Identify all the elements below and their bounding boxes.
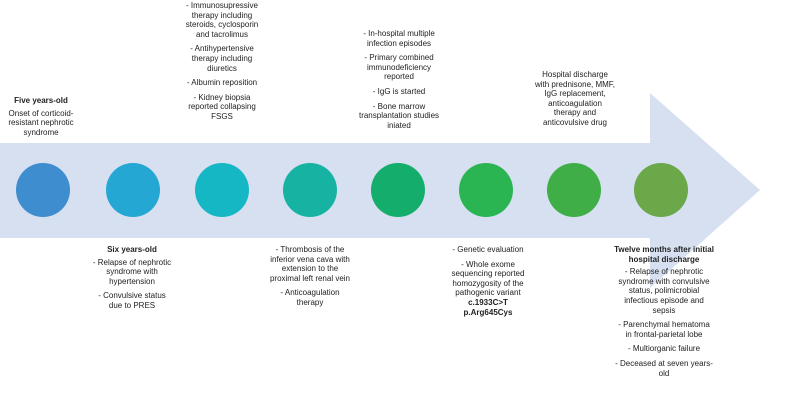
timeline-node-8	[634, 163, 688, 217]
event-line: Hospital discharge with prednisone, MMF,…	[534, 70, 616, 127]
event-note-e7: Hospital discharge with prednisone, MMF,…	[534, 70, 616, 133]
event-line: - In-hospital multiple infection episode…	[363, 29, 435, 48]
event-note-e5: - In-hospital multiple infection episode…	[357, 29, 441, 135]
event-heading: Twelve months after initial hospital dis…	[614, 245, 714, 264]
genetic-variant: c.1933C>T p.Arg645Cys	[463, 297, 513, 317]
event-line: - Convulsive status due to PRES	[98, 291, 166, 310]
timeline-node-5	[371, 163, 425, 217]
event-line: - IgG is started	[372, 86, 426, 96]
event-line: - Antihypertensive therapy including diu…	[190, 44, 254, 73]
event-line: - Primary combined immunodeficiency repo…	[364, 53, 434, 82]
timeline-node-3	[195, 163, 249, 217]
event-line: - Relapse of nephrotic syndrome with hyp…	[92, 257, 172, 286]
event-note-e6: - Genetic evaluation - Whole exome sequen…	[447, 245, 529, 322]
event-line: - Multiorganic failure	[627, 344, 701, 354]
event-line: - Genetic evaluation	[452, 245, 524, 254]
event-line: - Kidney biopsia reported collapsing FSG…	[188, 92, 256, 121]
event-note-e4: - Thrombosis of the inferior vena cava w…	[269, 245, 351, 313]
event-line: - Anticoagulation therapy	[280, 288, 340, 307]
event-line: - Immunosupressive therapy including ste…	[185, 1, 259, 39]
event-line: - Deceased at seven years-old	[615, 358, 713, 378]
event-line: - Albumin reposition	[186, 78, 258, 88]
timeline-node-2	[106, 163, 160, 217]
event-line: - Relapse of nephrotic syndrome with con…	[618, 267, 710, 315]
event-line: - Bone marrow transplantation studies in…	[358, 101, 440, 130]
event-heading: Six years-old	[107, 245, 157, 254]
event-note-e8: Twelve months after initial hospital dis…	[614, 245, 714, 383]
timeline-node-1	[16, 163, 70, 217]
event-heading: Five years-old	[14, 96, 68, 105]
timeline-node-7	[547, 163, 601, 217]
timeline-node-6	[459, 163, 513, 217]
event-note-e3: - Immunosupressive therapy including ste…	[180, 1, 264, 127]
event-note-e2: Six years-old - Relapse of nephrotic synd…	[92, 245, 172, 316]
event-line: - Thrombosis of the inferior vena cava w…	[269, 245, 351, 283]
event-line: Onset of corticoid-resistant nephrotic s…	[8, 108, 74, 137]
event-line: - Parenchymal hematoma in frontal-pariet…	[618, 320, 710, 339]
event-line: - Whole exome sequencing reported homozy…	[451, 259, 525, 317]
timeline-node-4	[283, 163, 337, 217]
